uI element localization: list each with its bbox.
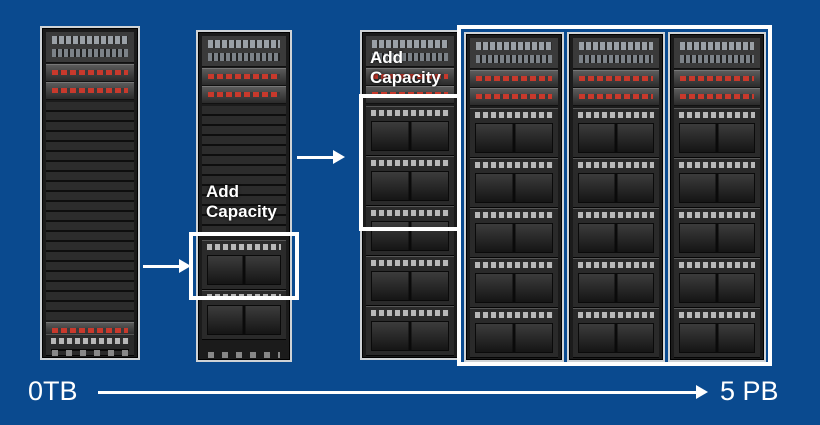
rack-server bbox=[573, 88, 659, 106]
rack-full bbox=[668, 32, 766, 362]
rack-server bbox=[573, 70, 659, 88]
scale-start-label: 0TB bbox=[28, 376, 78, 406]
storage-unit bbox=[366, 106, 454, 156]
step-label-add-capacity: Add Capacity bbox=[206, 182, 277, 221]
rack-server bbox=[202, 68, 286, 86]
rack-network-switch bbox=[46, 32, 134, 63]
storage-unit bbox=[573, 308, 659, 358]
rack-server bbox=[674, 88, 760, 106]
storage-unit bbox=[573, 258, 659, 308]
scale-arrow-head bbox=[696, 385, 708, 399]
rack-server bbox=[202, 86, 286, 104]
storage-unit bbox=[674, 158, 760, 208]
step-label-add-capacity: Add Capacity bbox=[370, 48, 441, 87]
scale-end-label: 5 PB bbox=[720, 376, 779, 406]
rack-network-switch bbox=[674, 38, 760, 69]
growth-arrow-1 bbox=[143, 265, 179, 268]
storage-unit bbox=[470, 308, 558, 358]
storage-unit bbox=[366, 206, 454, 256]
growth-arrow-2-head bbox=[333, 150, 345, 164]
storage-unit bbox=[366, 256, 454, 306]
rack-partial bbox=[196, 30, 292, 362]
rack-server bbox=[470, 88, 558, 106]
storage-unit bbox=[674, 208, 760, 258]
rack-full bbox=[360, 30, 460, 360]
storage-unit bbox=[470, 208, 558, 258]
storage-unit bbox=[674, 108, 760, 158]
storage-unit bbox=[573, 208, 659, 258]
rack-network-switch bbox=[202, 36, 286, 67]
growth-arrow-1-head bbox=[179, 259, 191, 273]
rack-server bbox=[470, 70, 558, 88]
rack-network-switch bbox=[470, 38, 558, 69]
storage-unit bbox=[470, 108, 558, 158]
storage-unit bbox=[470, 158, 558, 208]
storage-unit bbox=[366, 156, 454, 206]
rack-server bbox=[674, 70, 760, 88]
rack-network-switch bbox=[573, 38, 659, 69]
added-capacity-highlight bbox=[189, 232, 299, 300]
storage-unit bbox=[573, 158, 659, 208]
storage-unit bbox=[470, 258, 558, 308]
rack-server bbox=[46, 64, 134, 82]
rack-feet bbox=[208, 352, 280, 358]
rack-blank-panels bbox=[46, 102, 134, 320]
growth-arrow-2 bbox=[297, 156, 333, 159]
storage-unit bbox=[366, 306, 454, 356]
storage-unit bbox=[674, 258, 760, 308]
rack-feet bbox=[52, 350, 128, 356]
storage-unit bbox=[674, 308, 760, 358]
rack-server bbox=[366, 68, 454, 86]
added-capacity-highlight bbox=[359, 94, 461, 231]
rack-empty bbox=[40, 26, 140, 360]
storage-unit bbox=[573, 108, 659, 158]
rack-server bbox=[46, 82, 134, 100]
added-racks-highlight bbox=[457, 25, 772, 366]
rack-network-switch bbox=[366, 36, 454, 67]
scale-arrow bbox=[98, 391, 696, 394]
rack-full bbox=[567, 32, 665, 362]
rack-full bbox=[464, 32, 564, 362]
storage-unit bbox=[202, 240, 286, 290]
rack-blank-panels bbox=[202, 106, 286, 234]
